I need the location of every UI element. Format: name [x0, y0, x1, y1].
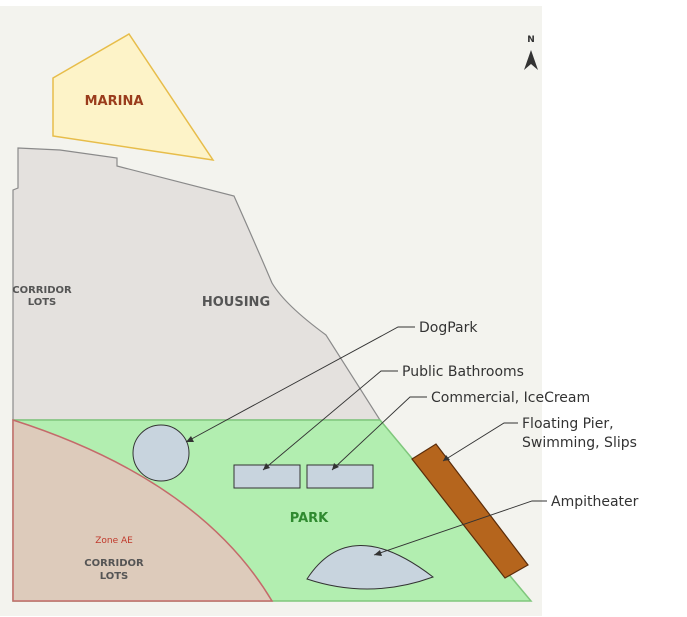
pier-leader: [442, 422, 518, 462]
dogpark-callout: DogPark: [419, 320, 478, 336]
commercial-leader: [331, 396, 427, 471]
dogpark-leader: [185, 326, 415, 443]
north-arrow-icon: [524, 50, 538, 70]
pier-callout-line1: Floating Pier,: [522, 416, 614, 432]
corridor-lots-upper-label-line2: LOTS: [28, 297, 57, 308]
bathrooms-arrowhead: [263, 463, 270, 470]
corridor-lots-lower-label-line1: CORRIDOR: [84, 558, 144, 569]
commercial-feature: [306, 464, 374, 489]
amphitheater-feature: [306, 545, 435, 590]
bathrooms-callout: Public Bathrooms: [402, 364, 524, 380]
pier-arrowhead: [443, 455, 450, 461]
zone-ae-label: Zone AE: [95, 536, 133, 546]
callout-arrowheads: [186, 436, 450, 556]
amphitheater-callout: Ampitheater: [551, 494, 639, 510]
floating-pier: [411, 443, 529, 579]
corridor-lots-lower-zone: [12, 418, 274, 602]
park-label: PARK: [290, 511, 329, 526]
commercial-callout: Commercial, IceCream: [431, 390, 590, 406]
callout-leaders: [185, 326, 547, 556]
dogpark-arrowhead: [186, 436, 194, 442]
bathrooms-leader: [262, 370, 398, 471]
amphitheater-arrowhead: [374, 550, 382, 556]
marina-label: MARINA: [85, 94, 144, 109]
housing-zone: [12, 147, 382, 421]
amphitheater-leader: [373, 500, 547, 556]
dogpark-feature: [132, 424, 190, 482]
marina-zone: [52, 32, 215, 161]
commercial-arrowhead: [332, 463, 339, 470]
pier-callout-line2: Swimming, Slips: [522, 435, 637, 451]
north-label: N: [527, 35, 535, 45]
corridor-lots-lower-label-line2: LOTS: [100, 571, 129, 582]
housing-label: HOUSING: [202, 295, 270, 310]
corridor-lots-upper-label-line1: CORRIDOR: [12, 285, 72, 296]
